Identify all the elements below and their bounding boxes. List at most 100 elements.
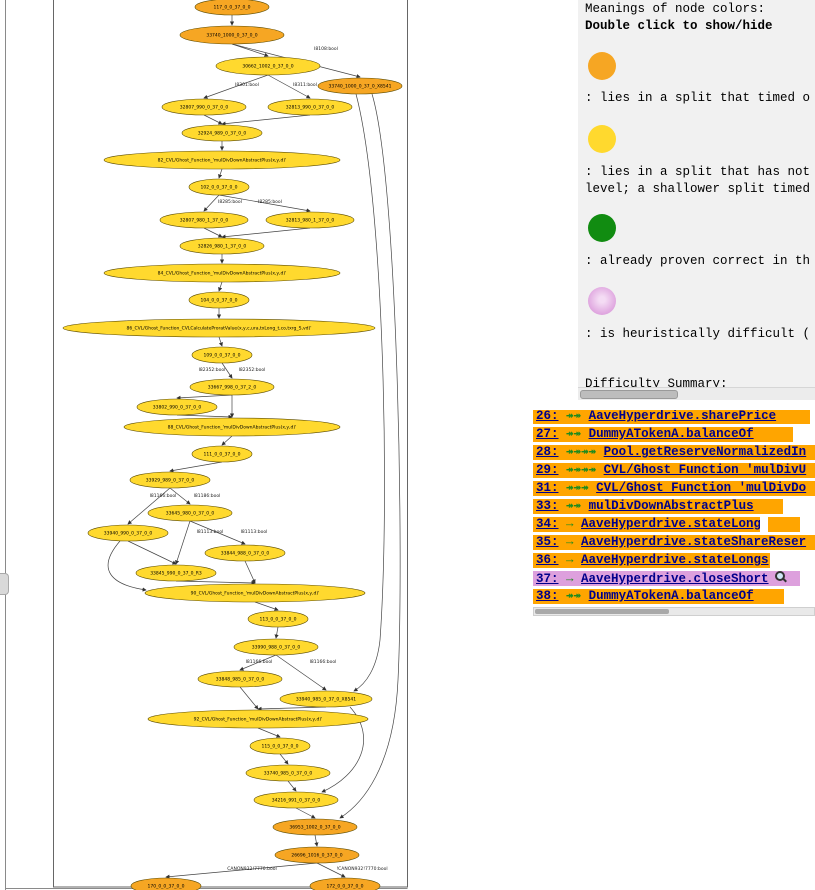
graph-node[interactable]: 33990_988_0_37_0_0 <box>233 638 319 656</box>
call-list-item[interactable]: 28: ↠↠↠↠ Pool.getReserveNormalizedIn <box>533 443 815 461</box>
graph-node[interactable]: 115_0_0_37_0_0 <box>249 737 311 755</box>
graph-node[interactable]: 36953_1002_0_37_0_0 <box>272 818 358 836</box>
graph-node[interactable]: 109_0_0_37_0_0 <box>191 346 253 364</box>
call-list-item[interactable]: 36: → AaveHyperdrive.stateLongs <box>533 551 815 569</box>
graph-node[interactable]: 84_CVL/Ghost_Function_'mulDivDownAbstrac… <box>103 263 341 283</box>
graph-node[interactable]: 32924_989_0_37_0_0 <box>181 124 263 142</box>
graph-node[interactable]: 90_CVL/Ghost_Function_'mulDivDownAbstrac… <box>144 583 366 603</box>
graph-node[interactable]: 113_0_0_37_0_0 <box>247 610 309 628</box>
graph-node[interactable]: 32813_980_1_37_0_0 <box>265 211 355 229</box>
call-list-item-highlight[interactable]: 35: → AaveHyperdrive.stateShareReser <box>533 535 815 550</box>
call-list-item[interactable]: 33: ↠↠ mulDivDownAbstractPlus <box>533 497 815 515</box>
call-list-item-highlight[interactable]: 28: ↠↠↠↠ Pool.getReserveNormalizedIn <box>533 445 815 460</box>
graph-node[interactable]: 88_CVL/Ghost_Function_'mulDivDownAbstrac… <box>123 417 341 437</box>
graph-node[interactable]: 33802_990_0_37_0_0 <box>136 398 218 416</box>
call-index: 28: <box>536 445 559 459</box>
magnifier-icon[interactable] <box>774 571 787 583</box>
call-target-link[interactable]: AaveHyperdrive.stateShareReser <box>581 535 807 549</box>
call-list-item-highlight[interactable]: 37: → AaveHyperdrive.closeShort <box>533 571 800 586</box>
legend-horizontal-scrollbar[interactable] <box>578 387 815 400</box>
call-depth-arrows-icon: ↠↠ <box>558 427 589 441</box>
graph-node[interactable]: 172_0_0_37_0_0 <box>309 877 381 890</box>
graph-node[interactable]: 32807_990_0_37_0_0 <box>161 98 247 116</box>
graph-edges-layer <box>107 15 401 879</box>
graph-edge <box>203 114 223 125</box>
call-target-link[interactable]: AaveHyperdrive.closeShort <box>581 572 769 586</box>
call-list-item-highlight[interactable]: 31: ↠↠↠ CVL/Ghost Function 'mulDivDo <box>533 481 815 496</box>
call-target-link[interactable]: mulDivDownAbstractPlus <box>588 499 754 513</box>
graph-node[interactable]: 104_0_0_37_0_0 <box>188 291 250 309</box>
graph-edge <box>221 362 233 379</box>
call-list-horizontal-scrollbar[interactable] <box>533 607 815 616</box>
graph-node[interactable]: 32807_980_1_37_0_0 <box>159 211 249 229</box>
graph-node[interactable]: 92_CVL/Ghost_Function_'mulDivDownAbstrac… <box>147 709 369 729</box>
call-list-item-highlight[interactable]: 29: ↠↠↠↠ CVL/Ghost Function 'mulDivU <box>533 463 815 478</box>
call-list-item[interactable]: 37: → AaveHyperdrive.closeShort <box>533 569 815 587</box>
graph-node[interactable]: 32826_980_1_37_0_0 <box>179 237 265 255</box>
call-list-item-highlight[interactable]: 26: ↠↠ AaveHyperdrive.sharePrice <box>533 410 810 424</box>
call-list-item-highlight[interactable]: 33: ↠↠ mulDivDownAbstractPlus <box>533 499 783 514</box>
graph-node[interactable]: 33740_1000_0_37_0_X8541 <box>317 77 403 95</box>
graph-edge <box>254 601 279 611</box>
call-list-item[interactable]: 35: → AaveHyperdrive.stateShareReser <box>533 533 815 551</box>
call-target-link[interactable]: DummyATokenA.balanceOf <box>588 589 754 603</box>
graph-node[interactable]: 26696_1016_0_37_0_0 <box>274 846 360 864</box>
call-target-link[interactable]: AaveHyperdrive.sharePrice <box>588 410 777 423</box>
call-list-item-highlight[interactable]: 38: ↠↠ DummyATokenA.balanceOf <box>533 589 784 604</box>
graph-node[interactable]: 33740_985_0_37_0_0 <box>245 764 331 782</box>
graph-node[interactable]: 33940_985_0_37_0_X8541 <box>279 690 373 708</box>
graph-node[interactable]: 86_CVL/Ghost_Function_CVLCalculateProrat… <box>62 318 376 338</box>
graph-node[interactable]: 111_0_0_37_0_0 <box>191 445 253 463</box>
call-target-link[interactable]: CVL/Ghost Function 'mulDivDo <box>596 481 807 495</box>
graph-node[interactable]: 33845_990_0_37_0_R3 <box>135 564 217 582</box>
graph-node-label: 33929_989_0_37_0_0 <box>146 478 195 484</box>
call-list-item-highlight[interactable]: 34: → AaveHyperdrive.stateLongs <box>533 517 760 532</box>
graph-node[interactable]: 33645_980_0_37_0_0 <box>147 504 233 522</box>
graph-node[interactable]: 34216_991_0_37_0_0 <box>253 791 339 809</box>
call-target-link[interactable]: Pool.getReserveNormalizedIn <box>603 445 807 459</box>
call-list-item[interactable]: 26: ↠↠ AaveHyperdrive.sharePrice <box>533 410 815 425</box>
graph-node[interactable]: 33667_998_0_37_2_0 <box>189 378 275 396</box>
graph-node[interactable]: 117_0_0_37_0_0 <box>194 0 270 16</box>
graph-node[interactable]: 32813_990_0_37_0_0 <box>267 98 353 116</box>
graph-node-label: 32807_980_1_37_0_0 <box>180 218 229 224</box>
panel-splitter-handle[interactable] <box>0 573 9 595</box>
call-depth-arrows-icon: → <box>558 572 582 586</box>
call-target-link[interactable]: CVL/Ghost Function 'mulDivU <box>603 463 807 477</box>
call-list-item[interactable]: 31: ↠↠↠ CVL/Ghost Function 'mulDivDo <box>533 479 815 497</box>
call-list-extra-cell[interactable] <box>768 517 800 532</box>
call-depth-arrows-icon: ↠↠ <box>558 410 589 423</box>
graph-node[interactable]: 82_CVL/Ghost_Function_'mulDivDownAbstrac… <box>103 150 341 170</box>
graph-edge-curve <box>339 93 401 819</box>
graph-node[interactable]: 30662_1002_0_37_0_0 <box>215 56 321 76</box>
call-list-item[interactable]: 38: ↠↠ DummyATokenA.balanceOf <box>533 587 815 605</box>
graph-node[interactable]: 33740_1000_0_37_0_0 <box>179 25 285 45</box>
legend-scrollbar-thumb[interactable] <box>580 390 678 399</box>
graph-node[interactable]: 102_0_0_37_0_0 <box>188 178 250 196</box>
graph-edge <box>127 487 171 525</box>
graph-nodes-layer: 117_0_0_37_0_0 33740_1000_0_37_0_0 30662_1… <box>62 0 403 890</box>
call-list-scrollbar-thumb[interactable] <box>535 609 669 614</box>
graph-node[interactable]: 170_0_0_37_0_0 <box>130 877 202 890</box>
call-list-item[interactable]: 27: ↠↠ DummyATokenA.balanceOf <box>533 425 815 443</box>
not-attempted-split-circle-icon[interactable] <box>588 125 616 153</box>
heuristically-difficult-circle-icon[interactable] <box>588 287 616 315</box>
call-list-item-highlight[interactable]: 27: ↠↠ DummyATokenA.balanceOf <box>533 427 793 442</box>
call-target-link[interactable]: AaveHyperdrive.stateLongs <box>581 517 760 531</box>
edge-label: I81166:bool <box>246 659 273 665</box>
graph-node[interactable]: 33844_988_0_37_0_0 <box>204 544 286 562</box>
timed-out-split-circle-icon[interactable] <box>588 52 616 80</box>
graph-node[interactable]: 33848_985_0_37_0_0 <box>197 670 283 688</box>
graph-node[interactable]: 33929_989_0_37_0_0 <box>129 471 211 489</box>
graph-node-label: 33848_985_0_37_0_0 <box>216 677 265 683</box>
call-depth-arrows-icon: → <box>558 535 582 549</box>
graph-edge <box>267 74 311 99</box>
call-target-link[interactable]: DummyATokenA.balanceOf <box>588 427 754 441</box>
graph-node[interactable]: 33940_990_0_37_0_0 <box>87 524 169 542</box>
graph-edge <box>244 560 256 584</box>
call-list-item-highlight[interactable]: 36: → AaveHyperdrive.stateLongs <box>533 553 770 568</box>
call-list-item[interactable]: 34: → AaveHyperdrive.stateLongs <box>533 515 815 533</box>
call-list-item[interactable]: 29: ↠↠↠↠ CVL/Ghost Function 'mulDivU <box>533 461 815 479</box>
proven-correct-circle-icon[interactable] <box>588 214 616 242</box>
call-target-link[interactable]: AaveHyperdrive.stateLongs <box>581 553 769 567</box>
